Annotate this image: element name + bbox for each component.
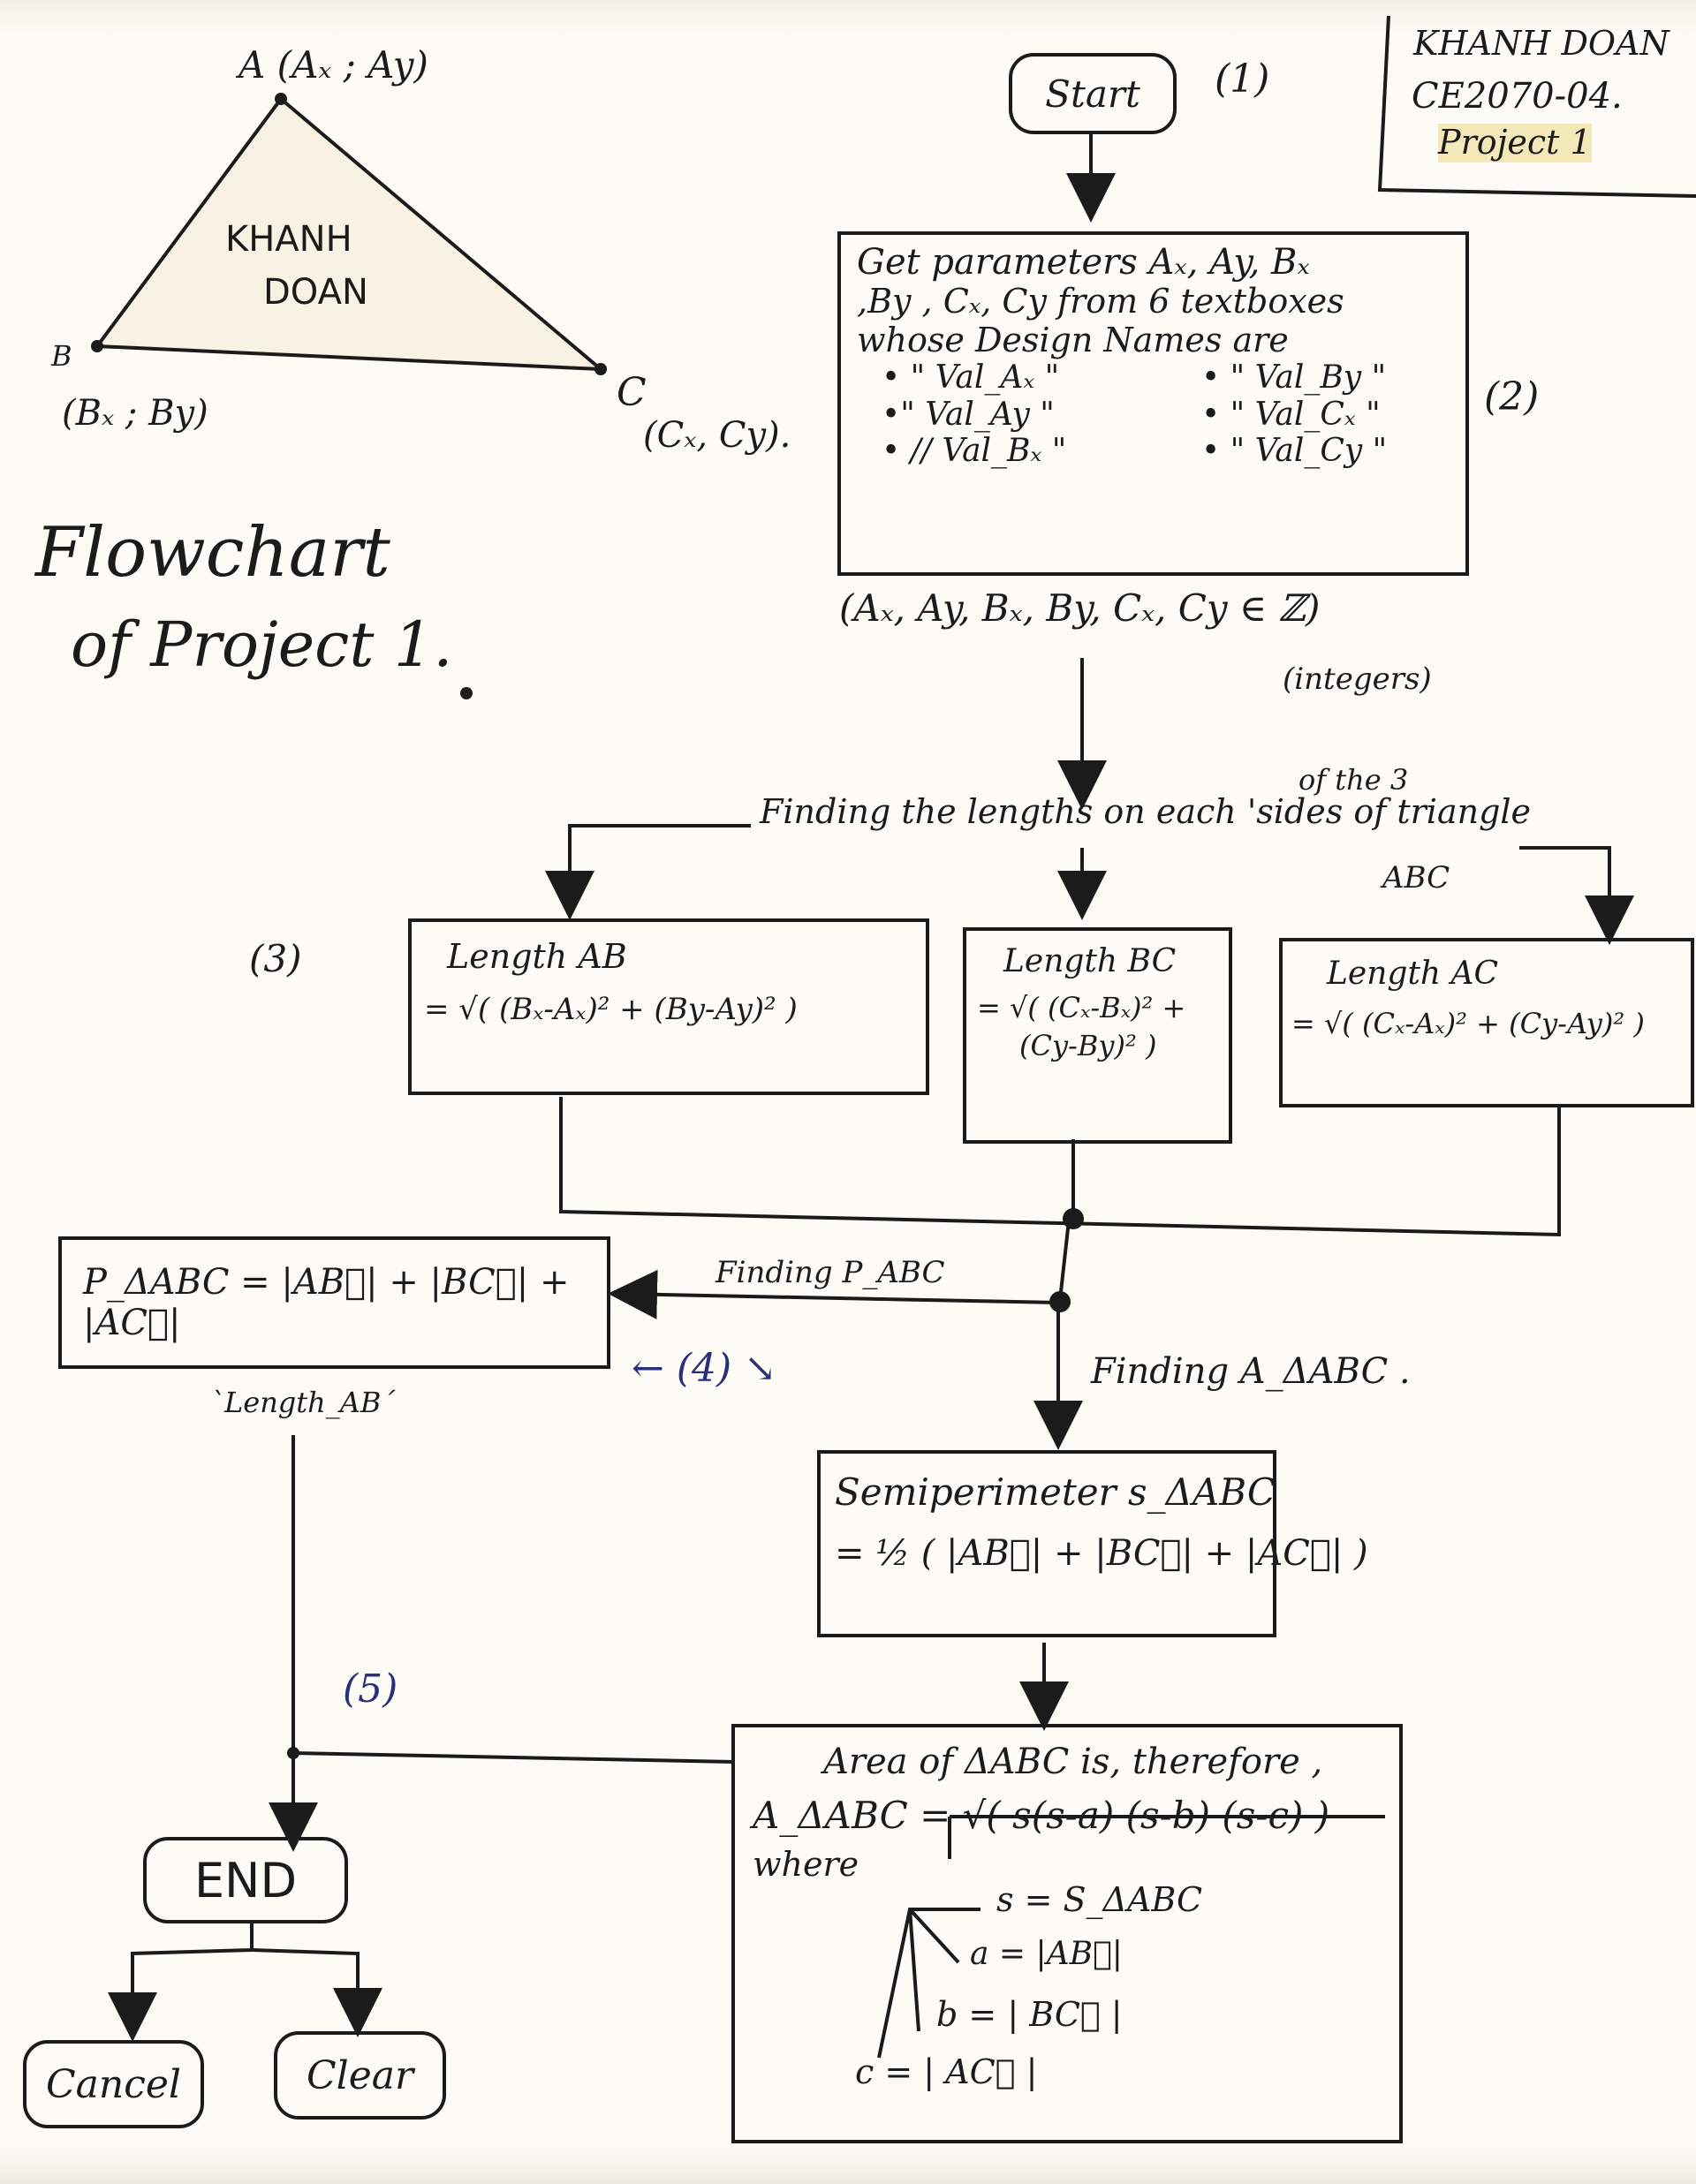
area-where: where [753, 1845, 859, 1885]
junction-node-1 [1063, 1208, 1084, 1229]
param-item-ax: • " Val_Aₓ " [882, 359, 1060, 397]
cancel-button[interactable]: Cancel [23, 2040, 204, 2128]
step-4-number: ← (4) ↘ [632, 1346, 777, 1391]
params-line-3: whose Design Names are [857, 320, 1289, 359]
length-ac-formula: = √( (Cₓ-Aₓ)² + (Cy-Ay)² ) [1291, 1007, 1645, 1041]
end-label: END [193, 1852, 298, 1908]
params-domain-note: (integers) [1283, 661, 1432, 697]
split-to-ac [1519, 846, 1634, 945]
collect-lines [559, 1097, 1561, 1237]
where-bracket-b [908, 1908, 920, 2032]
triangle-name-2: DOAN [263, 272, 368, 313]
area-line-1: Area of ΔABC is, therefore , [823, 1742, 1323, 1782]
semiperimeter-box: Semiperimeter s_ΔABC = ½ ( |AB⃗| + |BC⃗|… [817, 1450, 1368, 1637]
vertex-a-label: A (Aₓ ; Ay) [238, 43, 428, 87]
vertex-b-coords: (Bₓ ; By) [62, 393, 208, 434]
params-domain: (Aₓ, Ay, Bₓ, By, Cₓ, Cy ∈ ℤ) [839, 586, 1321, 630]
finding-area-label: Finding A_ΔABC . [1091, 1351, 1411, 1392]
step-5-number: (5) [343, 1666, 398, 1712]
param-item-ay: •" Val_Ay " [882, 396, 1055, 433]
finding-lengths-line-2: Finding the lengths on each 'sides of tr… [760, 792, 1532, 831]
perimeter-box: P_ΔABC = |AB⃗| + |BC⃗| + |AC⃗| [58, 1236, 610, 1369]
vertex-a-dot [275, 93, 287, 105]
area-c-definition: c = | AC⃗ | [855, 2052, 1038, 2091]
vertex-c-label: C [617, 370, 647, 415]
finding-lengths-line-1: of the 3 [1298, 763, 1409, 797]
start-label: Start [1045, 72, 1140, 116]
step-2-number: (2) [1484, 374, 1540, 419]
length-bc-formula-1: = √( (Cₓ-Bₓ)² + [977, 991, 1186, 1025]
area-box: Area of ΔABC is, therefore , A_ΔABC = √(… [731, 1724, 1403, 2143]
triangle-abc [94, 96, 606, 372]
end-to-clear [251, 1948, 382, 2037]
author-box-frame [1377, 15, 1696, 198]
param-item-by: • " Val_By " [1201, 359, 1387, 397]
semiperimeter-line-2: = ½ ( |AB⃗| + |BC⃗| + |AC⃗| ) [835, 1533, 1368, 1575]
split-to-ab [545, 824, 751, 920]
area-s-definition: s = S_ΔABC [996, 1880, 1203, 1919]
params-line-1: Get parameters Aₓ, Ay, Bₓ [857, 242, 1310, 283]
vertex-b-dot [91, 340, 103, 352]
author-name: KHANH DOAN [1413, 24, 1670, 63]
length-ac-title: Length AC [1327, 956, 1499, 992]
length-ab-box: Length AB = √( (Bₓ-Aₓ)² + (By-Ay)² ) [408, 918, 929, 1095]
end-to-cancel [108, 1921, 254, 2042]
junction-node-2 [1049, 1291, 1071, 1312]
title-line-1: Flowchart [35, 513, 390, 593]
arrow-to-perimeter [608, 1269, 1059, 1319]
perimeter-formula: P_ΔABC = |AB⃗| + |BC⃗| + |AC⃗| [83, 1262, 570, 1343]
length-bc-box: Length BC = √( (Cₓ-Bₓ)² + (Cy-By)² ) [963, 927, 1232, 1144]
length-ac-box: Length AC = √( (Cₓ-Aₓ)² + (Cy-Ay)² ) [1279, 938, 1694, 1107]
vertex-b-label: B [51, 339, 72, 373]
length-ab-title: Length AB [447, 937, 627, 976]
area-b-definition: b = | BC⃗ | [936, 1995, 1123, 2034]
step-1-number: (1) [1215, 57, 1270, 102]
author-project: Project 1 [1438, 123, 1592, 162]
start-node: Start [1009, 53, 1177, 134]
clear-label: Clear [306, 2052, 414, 2098]
cancel-label: Cancel [46, 2061, 181, 2107]
area-line-2: A_ΔABC = √( s(s-a) (s-b) (s-c) ) [753, 1794, 1330, 1837]
area-a-definition: a = |AB⃗| [970, 1936, 1123, 1972]
step-3-number: (3) [249, 937, 302, 980]
semiperimeter-line-1: Semiperimeter s_ΔABC [835, 1470, 1276, 1514]
params-box: Get parameters Aₓ, Ay, Bₓ ,By , Cₓ, Cy f… [837, 231, 1469, 576]
title-line-2: of Project 1. [71, 608, 453, 681]
finding-lengths-line-3: ABC [1382, 860, 1450, 896]
down-to-node [1058, 1220, 1071, 1301]
vertex-c-coords: (Cₓ, Cy). [643, 415, 791, 456]
triangle-name-1: KHANH [225, 219, 352, 260]
length-bc-title: Length BC [1003, 943, 1177, 979]
length-bc-formula-2: (Cy-By)² ) [1019, 1029, 1157, 1063]
length-ab-formula: = √( (Bₓ-Aₓ)² + (By-Ay)² ) [424, 991, 798, 1027]
area-to-join [292, 1751, 734, 1764]
param-item-bx: • // Val_Bₓ " [882, 433, 1067, 470]
param-item-cy: • " Val_Cy " [1201, 433, 1388, 470]
params-line-2: ,By , Cₓ, Cy from 6 textboxes [857, 282, 1344, 321]
where-bracket-a [908, 1908, 960, 1964]
author-course: CE2070-04. [1412, 76, 1623, 117]
title-dot [460, 687, 473, 699]
perimeter-note: `Length_AB´ [210, 1386, 396, 1419]
vertex-c-dot [594, 363, 607, 375]
end-node: END [143, 1837, 348, 1923]
param-item-cx: • " Val_Cₓ " [1201, 396, 1381, 433]
clear-button[interactable]: Clear [274, 2031, 446, 2120]
perimeter-arrow-label: Finding P_ABC [716, 1255, 945, 1290]
junction-node-3 [287, 1747, 299, 1759]
